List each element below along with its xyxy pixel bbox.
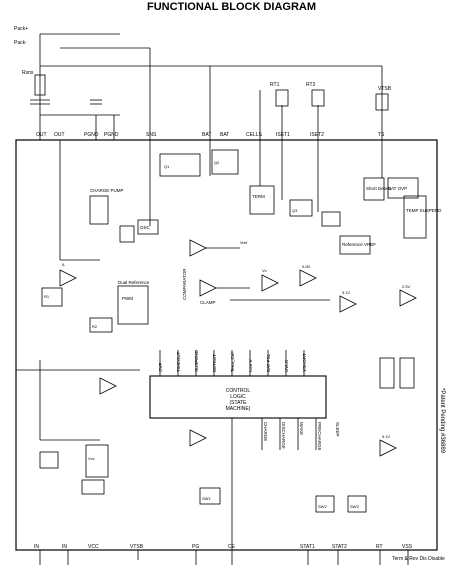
sig-uvlo: UVLO: [284, 359, 289, 372]
sig-q3: Q3: [292, 208, 298, 213]
block-term: TERM: [252, 194, 265, 199]
sig-r1: R1: [44, 294, 50, 299]
sig-sleep: SLEEP: [335, 422, 340, 437]
sig-sw1: SW1: [202, 496, 211, 501]
pin-sns: SNS: [146, 132, 157, 138]
pin-pgnd-2: PGND: [104, 132, 119, 138]
logic-line-4: MACHINE): [226, 406, 251, 412]
label-pack-minus: Pack-: [14, 40, 27, 46]
pin-ts: TS: [378, 132, 385, 138]
pin-in-2: IN: [62, 544, 67, 550]
label-rt1: RT1: [270, 82, 280, 88]
pin-pgnd-1: PGND: [84, 132, 99, 138]
block-bat-ovp: BAT OVP: [388, 186, 407, 191]
pin-vcc: VCC: [88, 544, 99, 550]
sig-q2: Q2: [214, 160, 220, 165]
label-term-disable: Term & Rev Dis Disable: [392, 556, 445, 562]
sig-q1: Q1: [164, 164, 170, 169]
sig-suspend: SUSPEND: [194, 349, 199, 372]
pin-iset2: ISET2: [310, 132, 324, 138]
pin-rt: RT: [376, 544, 383, 550]
pin-bat-2: BAT: [220, 132, 229, 138]
sig-ilim: ILIM: [302, 264, 310, 269]
sig-sw3: SW3: [350, 504, 359, 509]
pin-vtsb: VTSB: [130, 544, 144, 550]
logic-line-3: (STATE: [229, 400, 247, 406]
sig-discharge: DISCHARGE: [281, 422, 286, 449]
sig-bat-psl: BAT PSL: [266, 353, 271, 372]
pin-iset1: ISET1: [276, 132, 290, 138]
sig-sw2: SW2: [318, 504, 327, 509]
block-pwm: PWM: [122, 296, 133, 301]
label-rsns: Rsns: [22, 70, 34, 76]
sig-vcc: Vcc: [88, 456, 95, 461]
logic-line-1: CONTROL: [226, 388, 251, 394]
label-rt2: RT2: [306, 82, 316, 88]
pin-stat1: STAT1: [300, 544, 315, 550]
sig-vc: Vc: [262, 268, 267, 273]
sig-low-v: Low V: [248, 359, 253, 372]
diagram-title: FUNCTIONAL BLOCK DIAGRAM: [146, 1, 317, 13]
pin-in-1: IN: [34, 544, 39, 550]
block-short-detect: Short Detect: [366, 186, 392, 191]
sig-term-ctrl: Term_Ctrl: [230, 352, 235, 372]
sig-detect: DETECT: [212, 354, 217, 372]
sig-vref: Vref: [240, 240, 248, 245]
sig-0v1: 0.1V: [382, 434, 391, 439]
block-temp-suspend: TEMP SUSPEND: [406, 208, 442, 213]
block-reference: Reference VREF: [342, 242, 376, 247]
sig-timeout: TIMEOUT: [176, 352, 181, 372]
sig-2v5: 2.5V: [402, 284, 411, 289]
block-dual-reference: Dual Reference: [118, 280, 150, 285]
sig-r2: R2: [92, 324, 98, 329]
block-osc: OSC: [140, 225, 151, 230]
pin-ce: CE: [228, 544, 236, 550]
block-charge-pump: CHARGE PUMP: [90, 188, 124, 193]
sig-ovp: OVP: [158, 362, 163, 372]
sig-wake: WAKE: [299, 422, 304, 435]
sig-vshort: VSHORT: [302, 353, 307, 372]
pin-out-1: OUT: [36, 132, 47, 138]
logic-line-2: LOGIC: [230, 394, 246, 400]
pin-vss: VSS: [402, 544, 413, 550]
pin-cells: CELLS: [246, 132, 263, 138]
pin-stat2: STAT2: [332, 544, 347, 550]
block-comparator: COMPARATOR: [182, 268, 187, 300]
sig-charge: CHARGE: [263, 422, 268, 441]
pin-bat-1: BAT: [202, 132, 211, 138]
label-vtsb: VTSB: [378, 86, 392, 92]
label-pack-plus: Pack+: [14, 26, 28, 32]
sig-3v1: 3.1V: [342, 290, 351, 295]
sig-il: IL: [62, 262, 66, 267]
pin-out-2: OUT: [54, 132, 65, 138]
sig-precharge: PRECHARGE: [317, 422, 322, 451]
pin-pg: PG: [192, 544, 199, 550]
block-clamp: CLAMP: [200, 300, 216, 305]
